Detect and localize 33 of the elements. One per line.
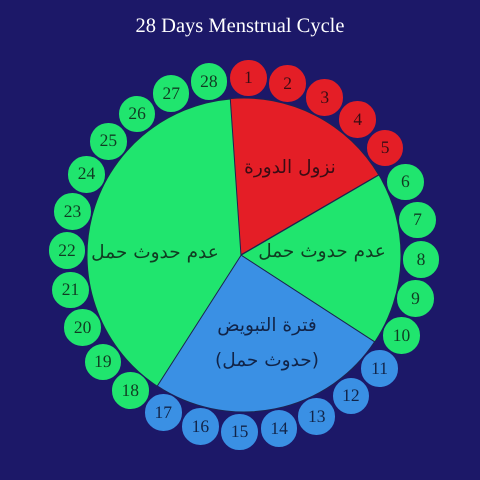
slice-label: فترة التبويض (حدوث حمل)	[214, 314, 320, 373]
day-circle: 26	[118, 94, 156, 134]
day-circle: 8	[402, 240, 440, 279]
day-circle: 1	[229, 58, 268, 98]
day-circle: 11	[360, 349, 399, 388]
day-circle: 9	[396, 279, 435, 318]
day-circle: 10	[382, 316, 421, 356]
day-circle: 28	[190, 62, 228, 101]
day-circle: 19	[84, 342, 122, 382]
day-circle: 5	[366, 128, 404, 168]
day-circle: 3	[305, 78, 344, 117]
day-circle: 7	[398, 200, 437, 240]
day-circle: 24	[67, 154, 106, 194]
day-circle: 23	[53, 192, 92, 231]
day-circle: 2	[268, 64, 307, 103]
day-circle: 14	[260, 409, 298, 448]
slice-label: عدم حدوث حمل	[91, 240, 219, 265]
slice-label: نزول الدورة	[244, 156, 336, 180]
title: 28 Days Menstrual Cycle	[136, 15, 344, 39]
day-circle: 17	[144, 393, 183, 432]
day-circle: 18	[110, 371, 150, 410]
slice-label: عدم حدوث حمل	[258, 240, 386, 264]
day-circle: 20	[63, 308, 102, 348]
day-circle: 15	[220, 412, 259, 452]
day-circle: 16	[181, 407, 220, 446]
day-circle: 4	[338, 100, 378, 139]
day-circle: 6	[386, 162, 425, 202]
day-circle: 12	[332, 376, 370, 416]
day-circle: 21	[51, 270, 90, 310]
day-circle: 13	[297, 397, 336, 436]
day-circle: 27	[152, 74, 190, 113]
day-circle: 22	[48, 231, 86, 270]
day-circle: 25	[89, 122, 128, 161]
